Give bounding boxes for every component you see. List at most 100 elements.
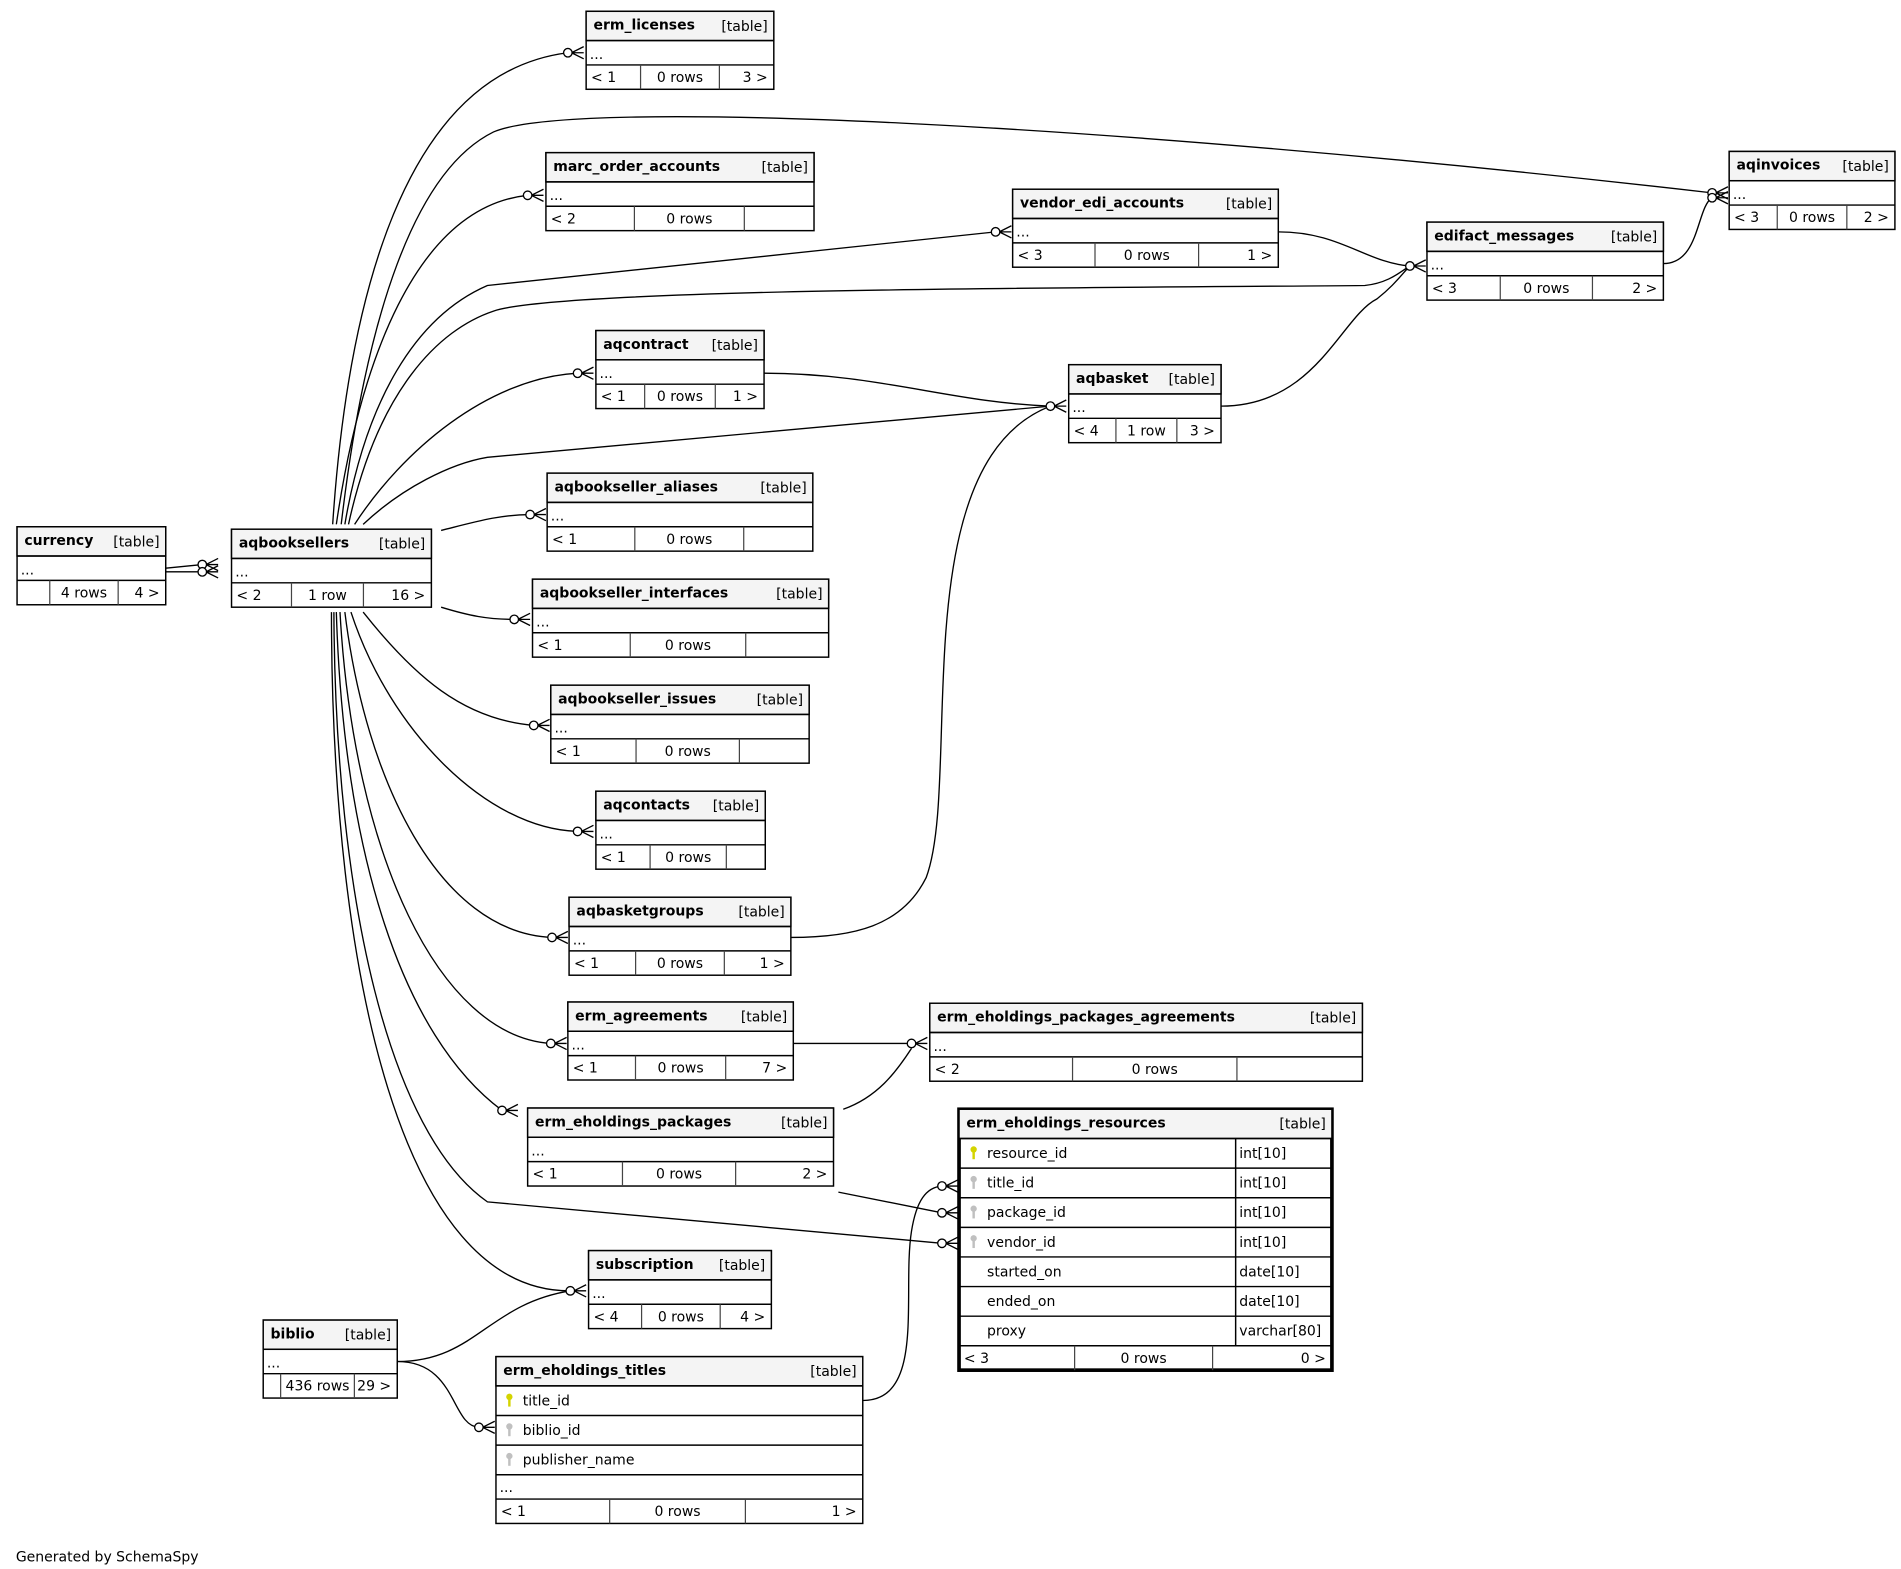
table-header xyxy=(568,896,792,928)
table-type-tag: [table] xyxy=(781,1116,827,1132)
crows-foot-marker-icon xyxy=(990,225,1012,239)
more-columns-ellipsis: ... xyxy=(554,721,567,737)
more-columns-ellipsis: ... xyxy=(500,1480,513,1496)
table-header xyxy=(1067,363,1222,395)
column-name: title_id xyxy=(987,1176,1034,1192)
table-type-tag: [table] xyxy=(1310,1011,1356,1027)
table-name[interactable]: erm_licenses xyxy=(593,18,695,34)
table-name[interactable]: aqbooksellers xyxy=(239,535,349,551)
table-erm-eholdings-resources[interactable]: erm_eholdings_resources[table]resource_i… xyxy=(957,1107,1334,1372)
crows-foot-marker-icon xyxy=(565,1284,587,1298)
children-count: 2 > xyxy=(802,1167,827,1183)
table-name[interactable]: aqbookseller_issues xyxy=(558,691,716,707)
column-row-publisher-name[interactable]: publisher_name xyxy=(506,1453,634,1469)
table-name[interactable]: aqbasket xyxy=(1076,371,1149,387)
table-name[interactable]: aqcontacts xyxy=(603,797,690,813)
table-name[interactable]: erm_eholdings_packages xyxy=(535,1114,731,1130)
foreign-key-icon xyxy=(970,1175,977,1189)
row-count: 0 rows xyxy=(654,1504,700,1520)
column-name: ended_on xyxy=(987,1294,1055,1310)
parents-count: < 4 xyxy=(1074,423,1099,439)
table-name[interactable]: aqbookseller_interfaces xyxy=(540,585,728,601)
table-name[interactable]: erm_agreements xyxy=(575,1008,707,1024)
table-name[interactable]: biblio xyxy=(271,1326,315,1342)
column-row-biblio-id[interactable]: biblio_id xyxy=(506,1423,581,1439)
parents-count: < 2 xyxy=(236,588,261,604)
table-type-tag: [table] xyxy=(345,1328,391,1344)
row-count: 0 rows xyxy=(1121,1351,1167,1367)
table-type-tag: [table] xyxy=(741,1010,787,1026)
edge-packages-resources xyxy=(838,1191,943,1214)
edge-aqbooksellers-aliases xyxy=(440,513,531,532)
table-type-tag: [table] xyxy=(810,1364,856,1380)
crows-foot-marker-icon xyxy=(937,1206,959,1220)
table-name[interactable]: vendor_edi_accounts xyxy=(1020,195,1184,211)
table-erm-eholdings-packages-agreements[interactable]: erm_eholdings_packages_agreements [table]… xyxy=(929,1002,1364,1082)
foreign-key-icon xyxy=(506,1423,513,1437)
row-count: 0 rows xyxy=(658,1061,704,1077)
parents-count: < 3 xyxy=(1734,210,1759,226)
foreign-key-icon xyxy=(970,1235,977,1249)
table-header xyxy=(526,1107,835,1139)
table-name[interactable]: aqinvoices xyxy=(1736,158,1820,174)
more-columns-ellipsis: ... xyxy=(531,1144,544,1160)
column-row-title-id[interactable]: title_id xyxy=(506,1393,570,1409)
column-name: biblio_id xyxy=(523,1423,581,1439)
table-name[interactable]: erm_eholdings_titles xyxy=(503,1363,666,1379)
table-name[interactable]: erm_eholdings_resources xyxy=(966,1116,1165,1132)
parents-count: < 1 xyxy=(552,532,577,548)
parents-count: < 2 xyxy=(935,1062,960,1078)
table-type-tag: [table] xyxy=(762,160,808,176)
table-name[interactable]: aqbookseller_aliases xyxy=(554,479,718,495)
parents-count: < 1 xyxy=(537,638,562,654)
table-erm-eholdings-titles[interactable]: erm_eholdings_titles [table] title_idbibli… xyxy=(495,1355,864,1525)
table-name[interactable]: aqcontract xyxy=(603,337,689,353)
table-name[interactable]: marc_order_accounts xyxy=(553,159,720,175)
row-count: 0 rows xyxy=(1523,281,1569,297)
edge-edifact-aqinvoices xyxy=(1663,197,1713,265)
edge-aqbooksellers-resources-vendor xyxy=(333,612,943,1244)
table-name[interactable]: subscription xyxy=(596,1257,694,1273)
row-count: 0 rows xyxy=(666,211,712,227)
edge-aqbooksellers-aqbasket xyxy=(362,405,1051,525)
children-count: 1 > xyxy=(760,956,785,972)
table-name[interactable]: aqbasketgroups xyxy=(576,903,703,919)
table-type-tag: [table] xyxy=(760,481,806,497)
table-type-tag: [table] xyxy=(1611,230,1657,246)
children-count: 1 > xyxy=(733,389,758,405)
row-count: 4 rows xyxy=(61,585,107,601)
crows-foot-marker-icon xyxy=(525,507,547,522)
table-name[interactable]: erm_eholdings_packages_agreements xyxy=(937,1010,1235,1026)
column-name: vendor_id xyxy=(987,1235,1056,1251)
edge-aqbooksellers-aqbasketgroups xyxy=(344,611,553,939)
parents-count: < 3 xyxy=(1018,248,1043,264)
crows-foot-marker-icon xyxy=(197,565,219,579)
table-name[interactable]: edifact_messages xyxy=(1434,228,1574,244)
table-name[interactable]: currency xyxy=(24,533,93,549)
